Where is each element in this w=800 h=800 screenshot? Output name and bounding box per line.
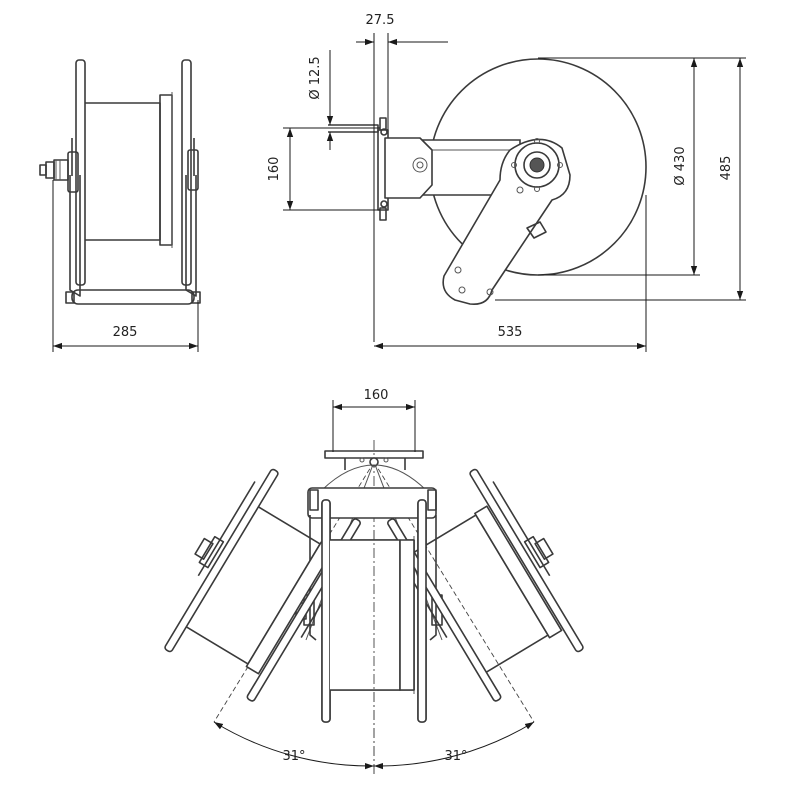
dim-bracket-offset: 27.5 [356,13,448,342]
dim-12-5-label: Ø 12.5 [308,56,323,99]
dim-drum-diameter: Ø 430 [538,57,700,276]
dim-top-160-label: 160 [364,388,389,403]
drum-core [85,102,161,241]
dim-27-5-label: 27.5 [366,13,395,28]
dim-535-label: 535 [498,325,523,340]
dim-bracket-height: 160 [267,127,380,211]
dim-side-width: 285 [52,180,199,352]
left-frame [69,175,81,297]
dim-160-label: 160 [267,157,282,182]
side-view [39,59,201,305]
right-swivel-reel [387,468,584,702]
dim-485-label: 485 [719,156,734,181]
dim-top-bracket-width: 160 [332,388,416,452]
dim-swivel-angles: 31° 31° [213,721,535,770]
dim-285-label: 285 [113,325,138,340]
dim-overall-length: 535 [374,195,647,352]
dim-overall-height: 485 [495,57,746,301]
dim-left-angle-label: 31° [282,749,305,764]
bottom-roller [71,289,195,305]
front-view [328,58,647,306]
dim-bolt-diameter: Ø 12.5 [308,50,334,150]
right-frame [185,175,197,297]
top-view [164,440,584,775]
dim-430-label: Ø 430 [673,146,688,185]
right-hub [187,149,199,191]
dim-right-angle-label: 31° [444,749,467,764]
